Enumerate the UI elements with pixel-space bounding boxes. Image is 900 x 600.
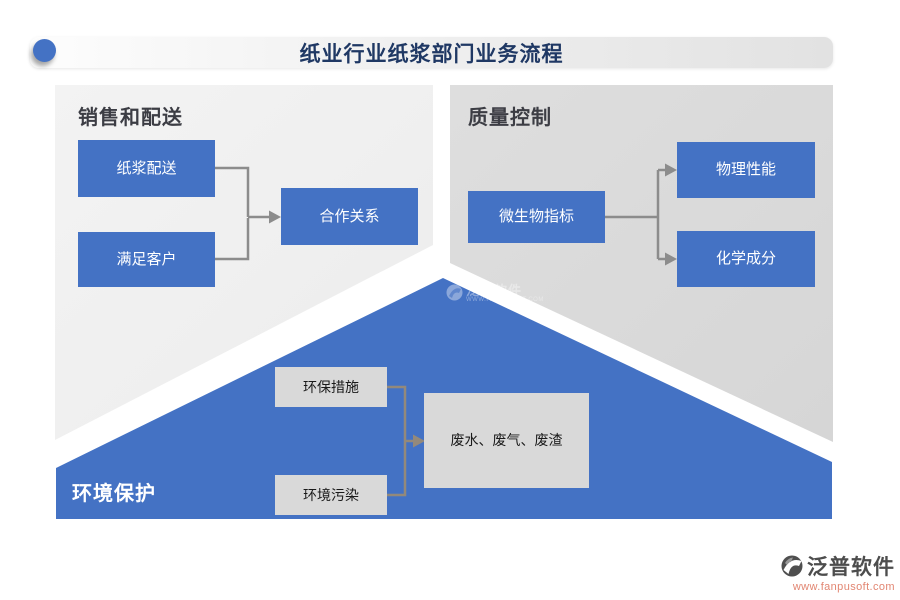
node-satisfy-customers: 满足客户 — [78, 232, 215, 287]
page-title: 纸业行业纸浆部门业务流程 — [299, 41, 564, 66]
node-chemical-composition: 化学成分 — [677, 231, 815, 287]
quality-arrowhead-chemical — [665, 252, 677, 266]
environment-connectors — [387, 385, 414, 497]
quality-section-title: 质量控制 — [468, 107, 552, 129]
quality-arrowhead-physical — [665, 163, 677, 177]
node-waste-types: 废水、废气、废渣 — [424, 393, 589, 488]
environment-section-title: 环境保护 — [72, 483, 156, 505]
footer-brand-name: 泛普软件 — [807, 556, 895, 579]
footer-url: www.fanpusoft.com — [792, 581, 895, 593]
fanpu-logo-icon — [781, 555, 803, 577]
node-microbial-indicators: 微生物指标 — [468, 191, 605, 243]
sales-connectors — [215, 166, 270, 261]
node-env-measures: 环保措施 — [275, 367, 387, 407]
sales-section-title: 销售和配送 — [78, 107, 183, 129]
footer-brand-block: 泛普软件 www.fanpusoft.com — [760, 551, 895, 593]
environment-arrowhead — [413, 434, 425, 448]
node-partnership: 合作关系 — [281, 188, 418, 245]
title-dot-icon — [33, 39, 56, 62]
node-physical-properties: 物理性能 — [677, 142, 815, 198]
quality-connectors — [605, 168, 666, 261]
title-bar: 纸业行业纸浆部门业务流程 — [30, 37, 833, 68]
sales-arrowhead — [269, 210, 281, 224]
node-pulp-delivery: 纸浆配送 — [78, 140, 215, 197]
node-env-pollution: 环境污染 — [275, 475, 387, 515]
